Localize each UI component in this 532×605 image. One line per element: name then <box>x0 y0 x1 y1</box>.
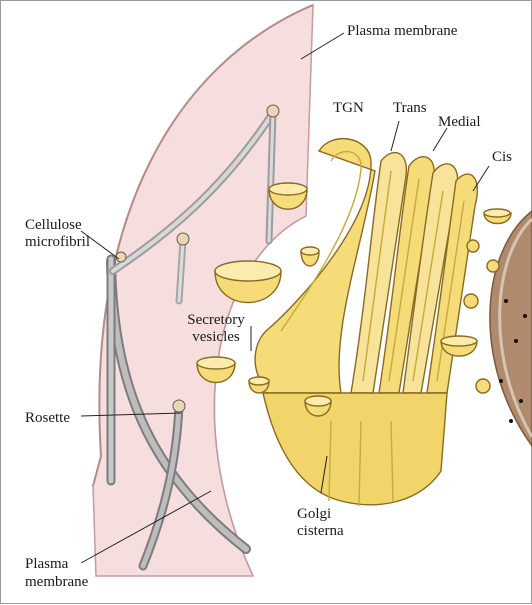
label-cis: Cis <box>492 149 512 166</box>
label-cellulose-microfibril-line1: Cellulose <box>25 217 82 234</box>
nucleus <box>490 211 532 446</box>
label-golgi-cisterna-line2: cisterna <box>297 523 344 540</box>
label-golgi-cisterna-line1: Golgi <box>297 506 331 523</box>
label-plasma-membrane-bottom-line1: Plasma <box>25 556 68 573</box>
label-rosette: Rosette <box>25 410 70 427</box>
label-cellulose-microfibril-line2: microfibril <box>25 234 90 251</box>
plasma-membrane-sheet <box>93 5 313 576</box>
label-tgn: TGN <box>333 100 364 117</box>
label-medial: Medial <box>438 114 481 131</box>
label-plasma-membrane-bottom-line2: membrane <box>25 574 88 591</box>
label-plasma-membrane-top: Plasma membrane <box>347 23 457 40</box>
label-secretory-vesicles-line2: vesicles <box>181 329 251 346</box>
label-trans: Trans <box>393 100 427 117</box>
label-secretory-vesicles-line1: Secretory <box>181 312 251 329</box>
